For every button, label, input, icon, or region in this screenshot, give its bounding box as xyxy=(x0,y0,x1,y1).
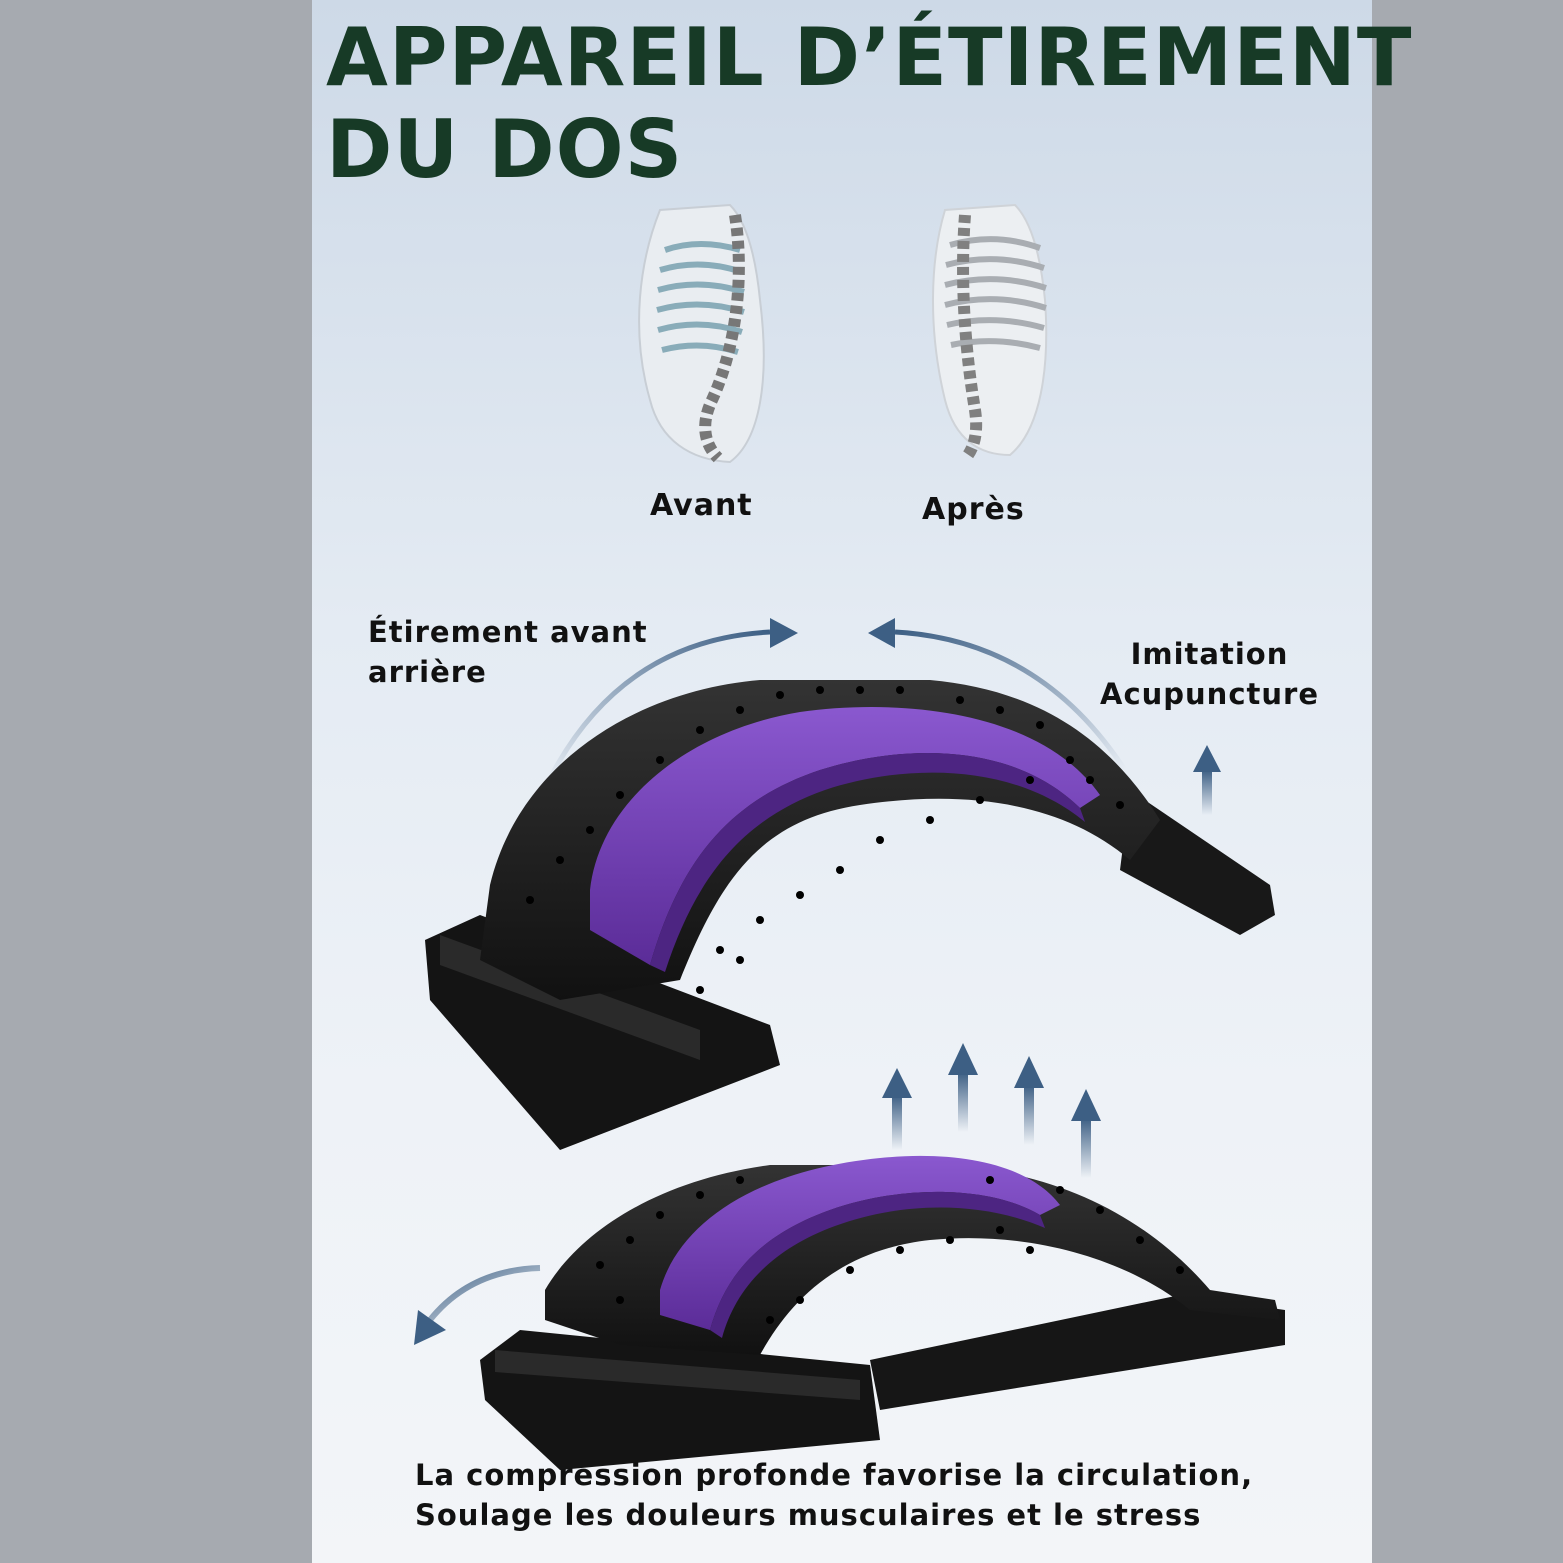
stretch-line-1: Étirement avant xyxy=(368,615,648,649)
up-arrow-icon xyxy=(1193,745,1221,815)
spine-before-image xyxy=(638,203,765,464)
curved-arrow-left-icon xyxy=(414,1265,541,1345)
arrow-left-icon xyxy=(868,618,895,648)
spine-after-image xyxy=(932,203,1048,459)
stretcher-large xyxy=(425,680,1275,1150)
page-title-line-1: APPAREIL D’ÉTIREMENT xyxy=(326,11,1413,104)
up-arrow-icon xyxy=(1014,1056,1044,1145)
page-title: APPAREIL D’ÉTIREMENT DU DOS xyxy=(326,12,1412,196)
page-title-line-2: DU DOS xyxy=(326,103,684,196)
benefit-caption: La compression profonde favorise la circ… xyxy=(415,1455,1253,1535)
acu-line-2: Acupuncture xyxy=(1100,677,1319,711)
stretch-feature-label: Étirement avant arrière xyxy=(368,612,648,692)
acu-line-1: Imitation xyxy=(1130,637,1289,671)
stretcher-small xyxy=(480,1155,1285,1470)
stretch-arc-arrows xyxy=(545,618,1128,784)
after-label: Après xyxy=(922,492,1025,527)
benefit-line-1: La compression profonde favorise la circ… xyxy=(415,1458,1254,1492)
right-margin xyxy=(1372,0,1563,1563)
up-arrow-icon xyxy=(1071,1089,1101,1178)
arrow-right-icon xyxy=(770,618,798,648)
before-label: Avant xyxy=(650,488,753,523)
up-arrow-icon xyxy=(948,1043,978,1132)
acupuncture-feature-label: Imitation Acupuncture xyxy=(1100,634,1319,714)
acupuncture-nubs xyxy=(526,686,1124,994)
up-arrow-icon xyxy=(882,1068,912,1150)
benefit-line-2: Soulage les douleurs musculaires et le s… xyxy=(415,1498,1202,1532)
stretch-line-2: arrière xyxy=(368,655,487,689)
pressure-arrows xyxy=(882,1043,1101,1178)
left-margin xyxy=(0,0,312,1563)
